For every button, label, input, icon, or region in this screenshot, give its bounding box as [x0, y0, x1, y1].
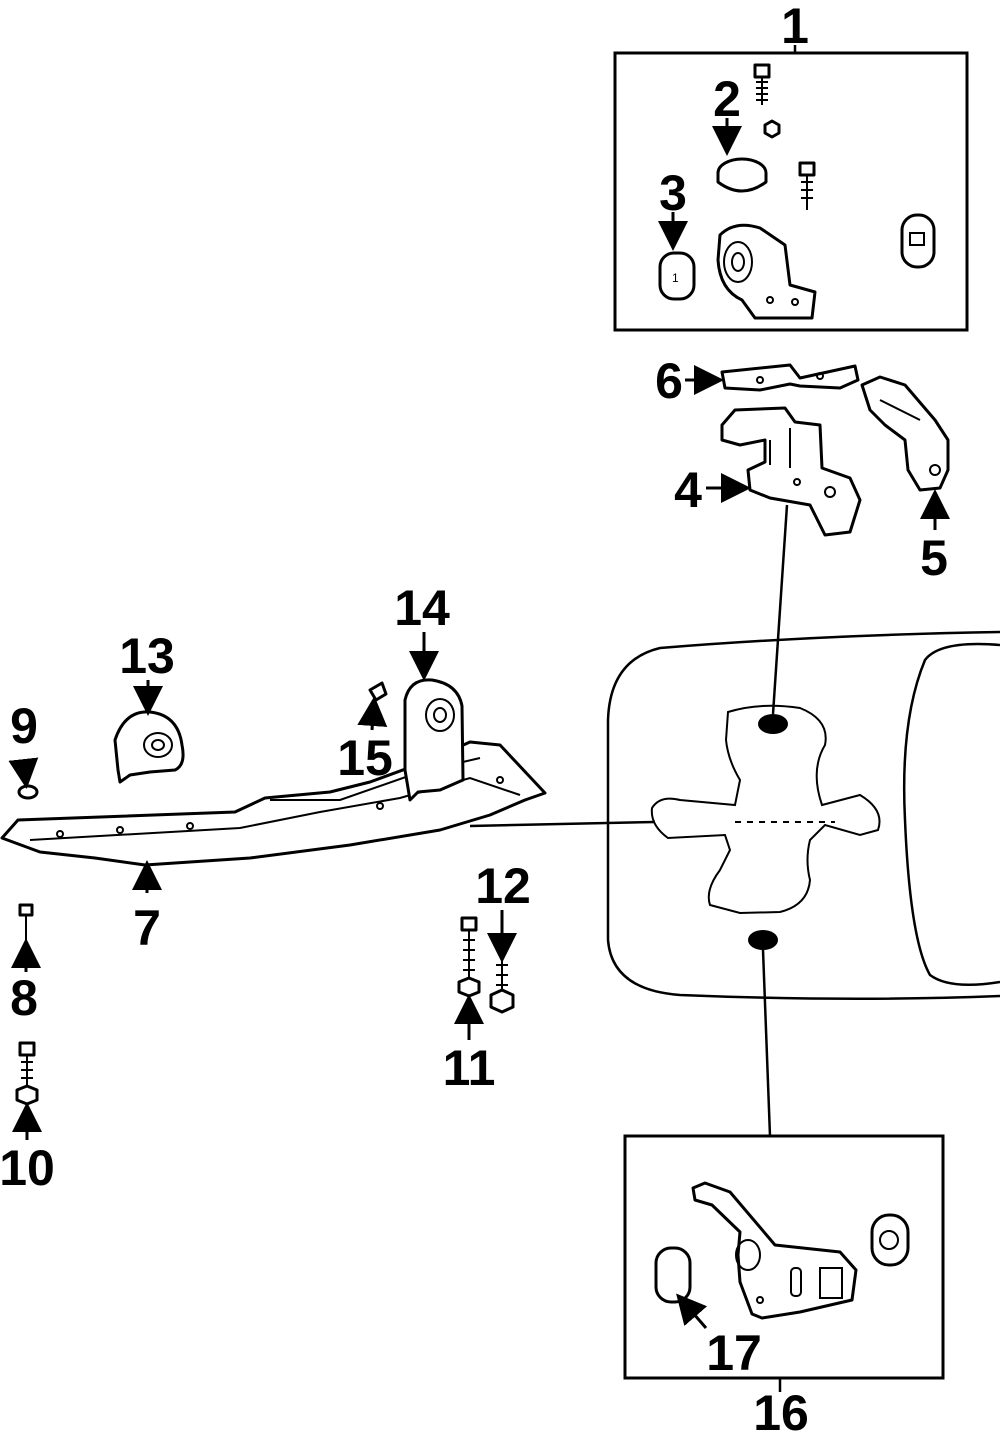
- clip-part-15: [357, 681, 388, 731]
- nut-part: [763, 119, 781, 139]
- bolt-part-10: [11, 1041, 42, 1140]
- mount-kit-box-bottom: [623, 1134, 945, 1392]
- mount-bracket-5: [860, 375, 950, 530]
- callout-3: 3: [659, 165, 687, 221]
- mount-kit-box-top: 1: [613, 45, 969, 332]
- callout-13: 13: [119, 628, 175, 684]
- callout-1: 1: [781, 0, 809, 54]
- right-pad-part: [900, 213, 936, 269]
- callout-8: 8: [10, 970, 38, 1026]
- mount-bracket-4: [706, 406, 862, 537]
- callout-16: 16: [753, 1385, 809, 1435]
- svg-text:1: 1: [672, 271, 679, 285]
- callout-5: 5: [920, 530, 948, 586]
- rear-right-pad-part: [870, 1213, 910, 1267]
- bolt-part-12: [487, 910, 517, 1014]
- callout-10: 10: [0, 1140, 55, 1196]
- rear-pad-part: [654, 1246, 692, 1304]
- callout-15: 15: [337, 730, 393, 786]
- mount-insulator-14: [403, 632, 465, 802]
- callout-11: 11: [443, 1040, 496, 1096]
- insulator-pad-part: 1: [658, 251, 696, 301]
- bolt-part-2: [798, 161, 816, 210]
- callout-14: 14: [394, 580, 450, 636]
- callout-2: 2: [713, 71, 741, 127]
- kit-box-top-frame: [613, 51, 969, 332]
- mount-point-lower: [748, 930, 778, 950]
- mount-cap-part: [716, 157, 768, 193]
- mount-plate-6: [685, 363, 860, 395]
- engine-mount-part: [716, 223, 817, 320]
- callout-9: 9: [10, 698, 38, 754]
- bolt-part-8: [10, 903, 41, 972]
- vehicle-outline: [606, 630, 1000, 1001]
- kit-box-bottom-frame: [623, 1134, 945, 1380]
- callout-6: 6: [655, 353, 683, 409]
- rear-mount-part: [691, 1181, 858, 1320]
- callout-7: 7: [133, 900, 161, 956]
- mount-point-upper: [758, 714, 788, 734]
- bolt-part: [753, 63, 771, 105]
- bolt-part-11: [454, 916, 484, 1040]
- callout-4: 4: [674, 462, 702, 518]
- callout-17: 17: [706, 1325, 762, 1381]
- nut-part-9: [8, 757, 39, 800]
- mount-insulator-13: [113, 680, 185, 784]
- callout-12: 12: [475, 858, 531, 914]
